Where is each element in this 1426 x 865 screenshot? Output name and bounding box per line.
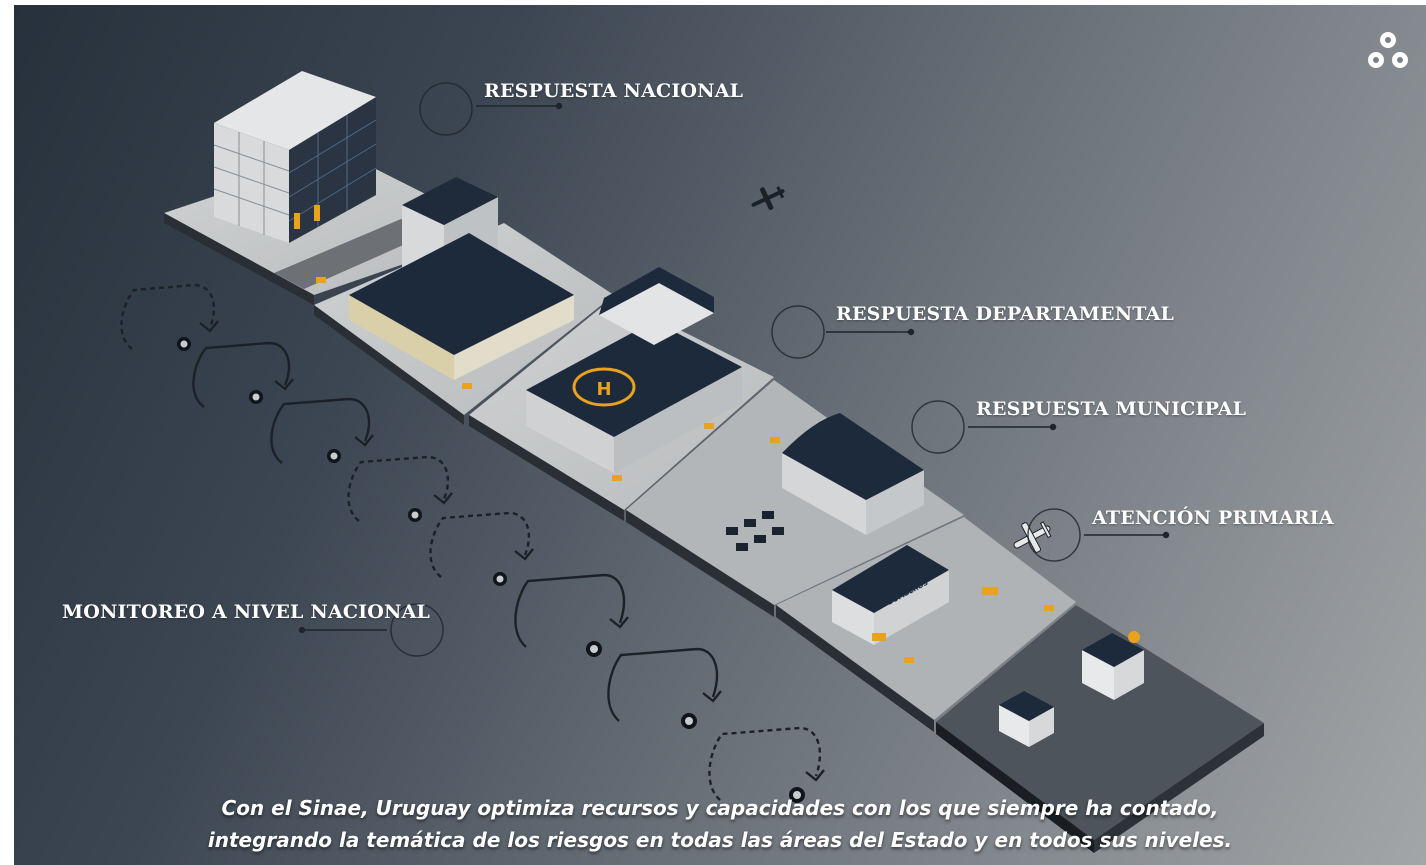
helipad-icon xyxy=(572,367,636,407)
label-respuesta-departamental: RESPUESTA DEPARTAMENTAL xyxy=(836,303,1175,325)
helipad-letter: H xyxy=(596,379,611,400)
grid-tower xyxy=(214,123,289,243)
subtitle-line-2: integrando la temática de los riesgos en… xyxy=(207,828,1233,852)
buildings: H BOMBEROS xyxy=(213,71,1144,747)
label-monitoreo-nacional: MONITOREO A NIVEL NACIONAL xyxy=(62,601,431,623)
label-atencion-primaria: ATENCIÓN PRIMARIA xyxy=(1092,507,1334,529)
tile-firehouse xyxy=(776,517,1076,720)
fire-station xyxy=(832,590,874,645)
flow-arrowheads xyxy=(199,320,825,782)
vehicles xyxy=(294,205,1054,663)
flow-loop-icon xyxy=(347,455,450,522)
flow-nodes xyxy=(177,337,805,803)
flow-loop-icon xyxy=(514,573,626,648)
label-respuesta-nacional: RESPUESTA NACIONAL xyxy=(484,80,744,102)
flow-loop-icon xyxy=(607,647,719,722)
tile-primary xyxy=(936,605,1264,840)
gov-building xyxy=(349,295,454,380)
subtitle-line-1: Con el Sinae, Uruguay optimiza recursos … xyxy=(221,796,1219,820)
drone-icon xyxy=(751,186,785,210)
helipad-building xyxy=(526,390,614,473)
label-respuesta-municipal: RESPUESTA MUNICIPAL xyxy=(976,398,1247,420)
flow-arrows xyxy=(120,283,822,801)
hangar xyxy=(782,453,866,535)
label-connectors xyxy=(298,82,1170,657)
flow-loop-icon xyxy=(708,726,822,801)
tents xyxy=(726,511,784,551)
isometric-scene: H BOMBEROS xyxy=(120,71,1264,853)
flow-loop-icon xyxy=(120,283,216,350)
house-1 xyxy=(999,705,1029,747)
flow-loop-icon xyxy=(270,397,371,464)
airplane-icon xyxy=(1013,521,1052,553)
video-frame: H BOMBEROS xyxy=(14,5,1426,865)
flow-loop-icon xyxy=(429,511,531,578)
flow-loop-icon xyxy=(192,341,291,408)
sinae-logo-icon xyxy=(1368,32,1408,68)
house-2 xyxy=(1082,650,1114,700)
